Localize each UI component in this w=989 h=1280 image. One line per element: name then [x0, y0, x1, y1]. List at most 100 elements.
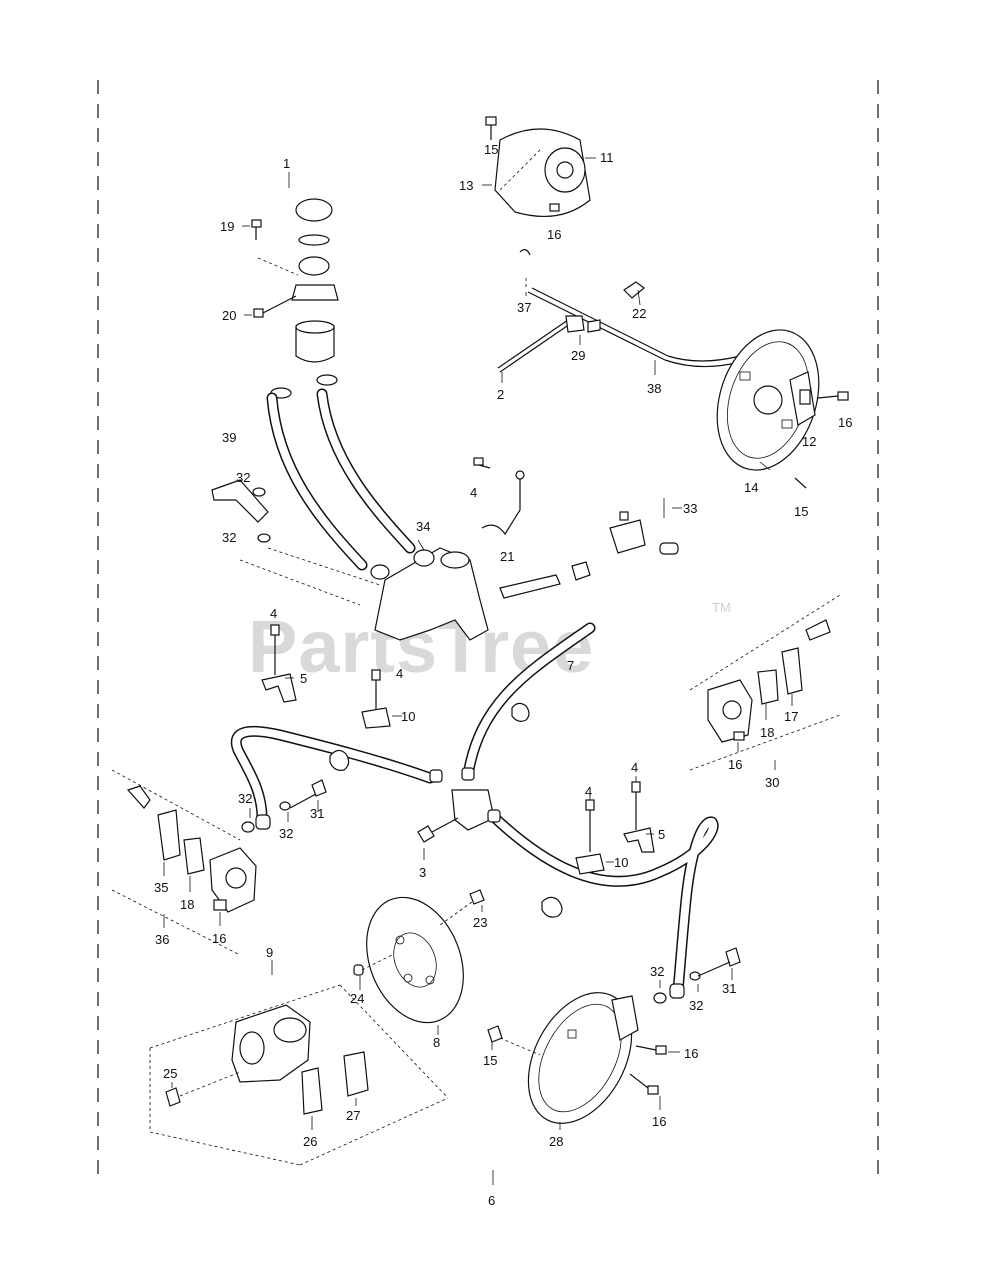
caliper-assembly-9[interactable] [231, 1004, 369, 1115]
bolt-25[interactable] [165, 1087, 181, 1107]
callout-6: 6 [488, 1193, 495, 1208]
bolt-16-top[interactable] [549, 203, 560, 212]
bolt-16-right[interactable] [837, 391, 849, 401]
callout-31: 31 [310, 806, 324, 821]
callout-8: 8 [433, 1035, 440, 1050]
callout-4: 4 [585, 784, 592, 799]
rod-2[interactable] [497, 319, 569, 369]
pad-shim-27[interactable] [343, 1051, 369, 1097]
washer-32-c[interactable] [241, 821, 255, 833]
pad-spring-17[interactable] [781, 647, 803, 695]
brake-tee[interactable] [451, 789, 495, 831]
callout-21: 21 [500, 549, 514, 564]
brake-pad-26[interactable] [301, 1067, 323, 1115]
bolt-3[interactable] [417, 825, 435, 843]
clamp-10-upper[interactable] [361, 707, 391, 729]
callout-18: 18 [760, 725, 774, 740]
elbow-22[interactable] [623, 281, 645, 299]
bolt-4-left[interactable] [270, 624, 280, 636]
bolt-19[interactable] [251, 219, 262, 228]
callout-labels: 1 19 20 39 15 11 13 16 37 22 29 2 38 12 … [154, 142, 852, 1208]
reservoir-hose-left[interactable] [266, 392, 368, 571]
hose-clamp-right[interactable] [316, 374, 338, 386]
bolt-4-right-b[interactable] [631, 781, 641, 793]
bolt-15-lower[interactable] [487, 1025, 503, 1043]
push-rod[interactable] [499, 574, 561, 599]
callout-38: 38 [647, 381, 661, 396]
callout-16: 16 [838, 415, 852, 430]
bracket-5-right[interactable] [623, 827, 655, 853]
callout-12: 12 [802, 434, 816, 449]
caliper-assembly-36[interactable] [126, 785, 257, 913]
brake-rotor-28[interactable] [507, 975, 652, 1141]
grommet-left[interactable] [329, 749, 350, 771]
callout-34: 34 [416, 519, 430, 534]
pivot-29[interactable] [565, 315, 585, 333]
callout-20: 20 [222, 308, 236, 323]
callout-16: 16 [728, 757, 742, 772]
reservoir-bracket[interactable] [291, 284, 339, 301]
callout-37: 37 [517, 300, 531, 315]
bolt-20[interactable] [253, 308, 264, 318]
brake-drum-assembly-top[interactable] [494, 128, 591, 217]
callout-35: 35 [154, 880, 168, 895]
reservoir-diaphragm[interactable] [298, 256, 330, 276]
o-ring-34[interactable] [370, 564, 390, 580]
bleeder-fitting-left[interactable] [126, 785, 151, 809]
bracket-5-left[interactable] [261, 673, 297, 703]
reservoir-body[interactable] [295, 325, 335, 363]
rear-brake-rotor-right[interactable] [700, 317, 836, 484]
callout-1: 1 [283, 156, 290, 171]
reservoir-assembly[interactable] [270, 198, 339, 399]
bolt-15-top[interactable] [485, 116, 497, 126]
callout-19: 19 [220, 219, 234, 234]
callout-13: 13 [459, 178, 473, 193]
callout-15: 15 [484, 142, 498, 157]
grommet-lower[interactable] [541, 896, 563, 918]
clevis-pin[interactable] [659, 542, 679, 555]
bolt-4-center[interactable] [371, 669, 381, 681]
bolt-4-right-a[interactable] [585, 799, 595, 811]
callout-9: 9 [266, 945, 273, 960]
bleeder-fitting-right[interactable] [805, 619, 831, 641]
clevis[interactable] [609, 519, 646, 554]
reservoir-hose-right[interactable] [316, 388, 416, 554]
callout-26: 26 [303, 1134, 317, 1149]
brake-pad-18-right[interactable] [757, 669, 779, 705]
nut-24[interactable] [353, 964, 364, 976]
grommet-upper[interactable] [511, 702, 530, 722]
brake-line-left[interactable] [230, 725, 436, 824]
callout-39: 39 [222, 430, 236, 445]
pad-spring-35[interactable] [157, 809, 181, 861]
banjo-bolt-31-left[interactable] [311, 779, 327, 797]
callout-29: 29 [571, 348, 585, 363]
callout-25: 25 [163, 1066, 177, 1081]
washer-32-f[interactable] [689, 971, 701, 981]
brake-pad-18-left[interactable] [183, 837, 205, 875]
return-spring-21[interactable] [481, 478, 521, 536]
callout-16: 16 [212, 931, 226, 946]
master-cylinder[interactable] [370, 547, 489, 641]
rod-boot[interactable] [571, 561, 591, 581]
bolt-16-lower-a[interactable] [655, 1045, 667, 1055]
bolt-23[interactable] [469, 889, 485, 905]
washer-32-a[interactable] [252, 487, 266, 497]
banjo-fitting-left[interactable] [211, 479, 269, 523]
washer-32-d[interactable] [279, 801, 291, 811]
washer-32-e[interactable] [653, 992, 667, 1004]
bolt-4-top[interactable] [473, 457, 484, 466]
callout-31: 31 [722, 981, 736, 996]
washer-32-b[interactable] [257, 533, 271, 543]
callout-5: 5 [300, 671, 307, 686]
clamp-10-lower[interactable] [575, 853, 605, 875]
bolt-16-lower-b[interactable] [647, 1085, 659, 1095]
brake-rotor-8[interactable] [349, 883, 481, 1037]
clip-37[interactable] [519, 249, 531, 256]
bolt-15-right[interactable] [794, 477, 807, 489]
banjo-bolt-31-right[interactable] [725, 947, 741, 967]
callout-36: 36 [155, 932, 169, 947]
caliper-assembly-30[interactable] [707, 619, 831, 743]
reservoir-cap[interactable] [295, 198, 333, 222]
reservoir-gasket[interactable] [298, 234, 330, 246]
